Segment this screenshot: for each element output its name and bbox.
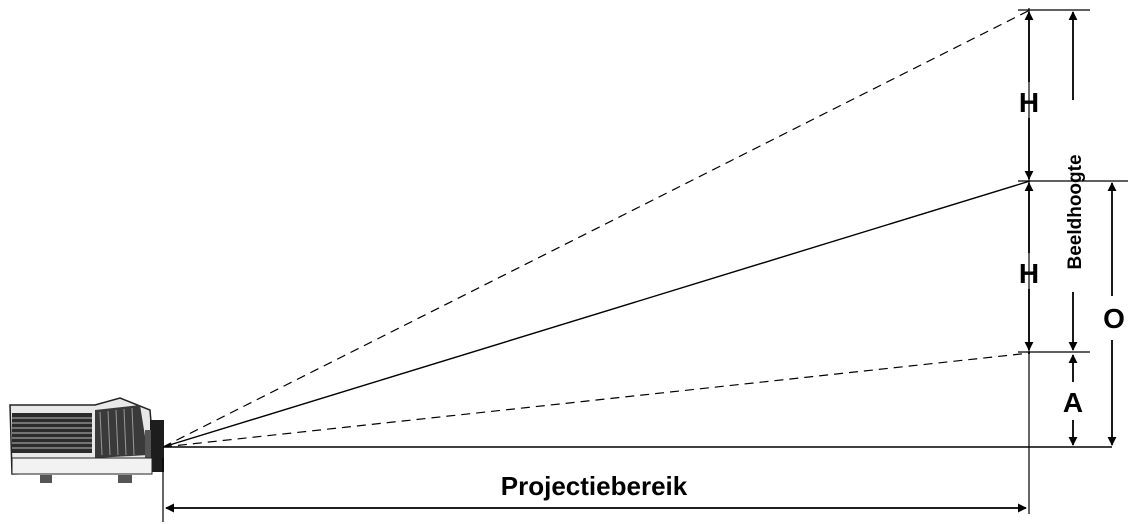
ray-bottom-dashed [162, 352, 1031, 448]
projector-icon [9, 397, 164, 483]
image-height-label: Beeldhoogte [1065, 154, 1086, 269]
a-label: A [1063, 387, 1083, 418]
ray-center-solid [162, 180, 1031, 448]
h-lower-label: H [1019, 258, 1039, 289]
offset-label: O [1103, 303, 1125, 334]
ray-top-dashed [162, 9, 1031, 448]
h-upper-label: H [1019, 87, 1039, 118]
throw-distance-label: Projectiebereik [501, 471, 688, 501]
